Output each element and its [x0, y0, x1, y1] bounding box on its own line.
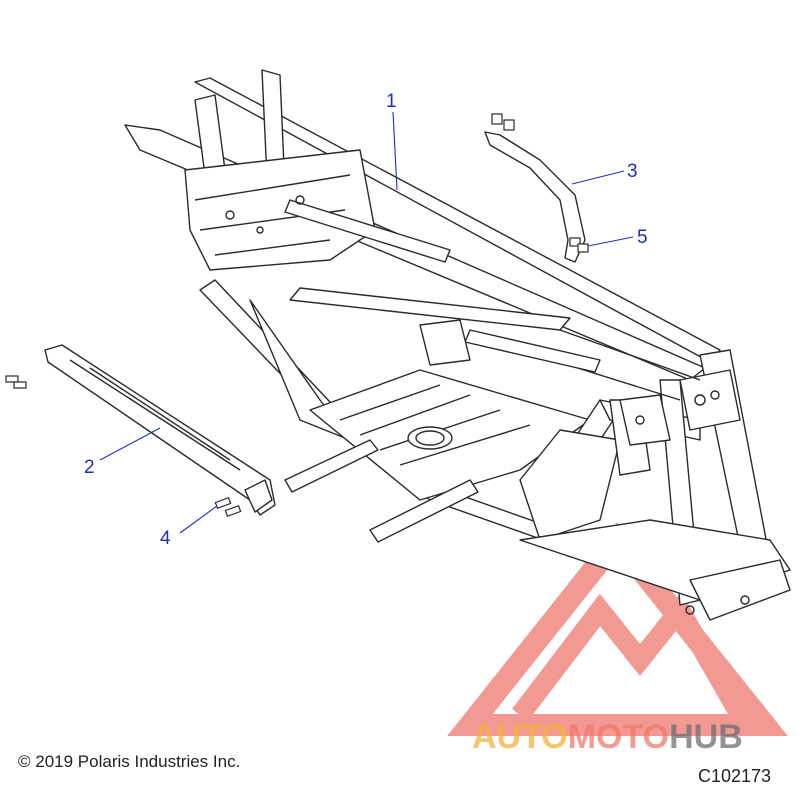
watermark-part-hub: HUB — [669, 718, 743, 756]
watermark-logo — [447, 522, 788, 736]
bolt-2b — [13, 381, 27, 389]
nut-5b — [577, 243, 589, 253]
fasteners — [5, 113, 589, 517]
watermark-part-auto: AUTO — [472, 718, 568, 756]
leader-5 — [587, 236, 634, 247]
diagram-code: C102173 — [698, 766, 772, 786]
part-2-side-rail — [44, 344, 276, 516]
callout-4: 4 — [160, 528, 171, 549]
leader-2 — [99, 427, 161, 461]
watermark-text: AUTOMOTOHUB — [472, 718, 743, 757]
nut-3b — [503, 119, 515, 131]
part-3-brace — [484, 131, 586, 263]
leader-4 — [179, 505, 218, 534]
leader-lines — [99, 111, 634, 534]
nut-3a — [491, 113, 503, 125]
callout-1: 1 — [386, 91, 397, 112]
bolt-4a — [214, 497, 232, 509]
copyright-text: © 2019 Polaris Industries Inc. — [18, 752, 241, 771]
bolt-4b — [224, 505, 242, 517]
main-frame — [124, 69, 791, 621]
callout-5: 5 — [637, 227, 648, 248]
watermark-part-moto: MOTO — [567, 718, 670, 756]
leader-3 — [571, 170, 625, 185]
callout-3: 3 — [627, 161, 638, 182]
leader-1 — [392, 111, 398, 191]
bolt-2a — [5, 375, 19, 383]
nut-5a — [569, 237, 581, 247]
callout-2: 2 — [84, 457, 95, 478]
